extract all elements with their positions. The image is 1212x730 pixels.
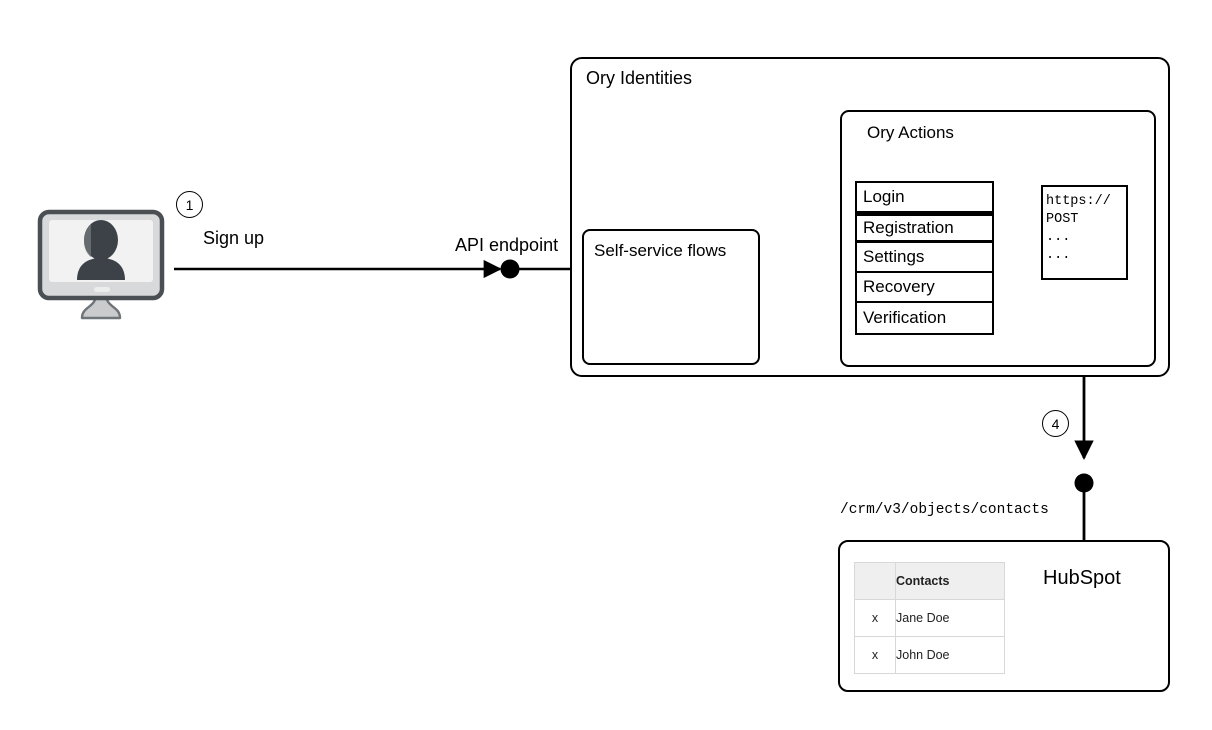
flow-item-label: Login bbox=[863, 187, 905, 206]
edge-label-api-endpoint: API endpoint bbox=[455, 235, 559, 255]
webhook-line-body-1: ... bbox=[1046, 230, 1071, 245]
table-cell-mark: x bbox=[854, 636, 896, 674]
flow-item-recovery[interactable]: Recovery bbox=[857, 273, 992, 303]
webhook-line-method: POST bbox=[1046, 212, 1079, 227]
webhook-line-body-2: ... bbox=[1046, 248, 1071, 263]
table-cell-name: Jane Doe bbox=[895, 599, 1005, 637]
ory-actions-flow-list: Login Registration Settings Recovery Ver… bbox=[855, 181, 994, 335]
table-header-contacts: Contacts bbox=[895, 562, 1005, 600]
table-header-row: Contacts bbox=[854, 562, 1005, 600]
self-service-flows-title: Self-service flows bbox=[594, 241, 727, 260]
table-cell-name: John Doe bbox=[895, 636, 1005, 674]
flow-item-registration[interactable]: Registration bbox=[857, 213, 992, 243]
hubspot-contacts-table: Contacts x Jane Doe x John Doe bbox=[854, 562, 1005, 674]
table-row[interactable]: x John Doe bbox=[854, 636, 1005, 674]
table-cell-mark: x bbox=[854, 599, 896, 637]
ory-identities-title: Ory Identities bbox=[586, 68, 693, 88]
self-service-flows-box bbox=[582, 229, 760, 365]
flow-item-settings[interactable]: Settings bbox=[857, 243, 992, 273]
ory-actions-title: Ory Actions bbox=[867, 123, 954, 142]
step-badge-4: 4 bbox=[1042, 410, 1069, 437]
edge-label-sign-up: Sign up bbox=[203, 228, 265, 248]
webhook-request-box bbox=[1041, 185, 1128, 280]
step-badge-1: 1 bbox=[176, 191, 203, 218]
table-row[interactable]: x Jane Doe bbox=[854, 599, 1005, 637]
flow-item-label: Recovery bbox=[863, 277, 935, 296]
webhook-line-url: https:// bbox=[1046, 194, 1111, 209]
edge-label-crm-path: /crm/v3/objects/contacts bbox=[840, 502, 1049, 518]
hubspot-title: HubSpot bbox=[1043, 567, 1121, 589]
user-monitor-icon bbox=[37, 209, 165, 320]
flow-item-label: Registration bbox=[863, 218, 954, 237]
flow-item-label: Verification bbox=[863, 308, 947, 327]
flow-item-verification[interactable]: Verification bbox=[857, 303, 992, 333]
flow-item-label: Settings bbox=[863, 247, 925, 266]
table-header-blank bbox=[854, 562, 896, 600]
flow-item-login[interactable]: Login bbox=[857, 183, 992, 213]
